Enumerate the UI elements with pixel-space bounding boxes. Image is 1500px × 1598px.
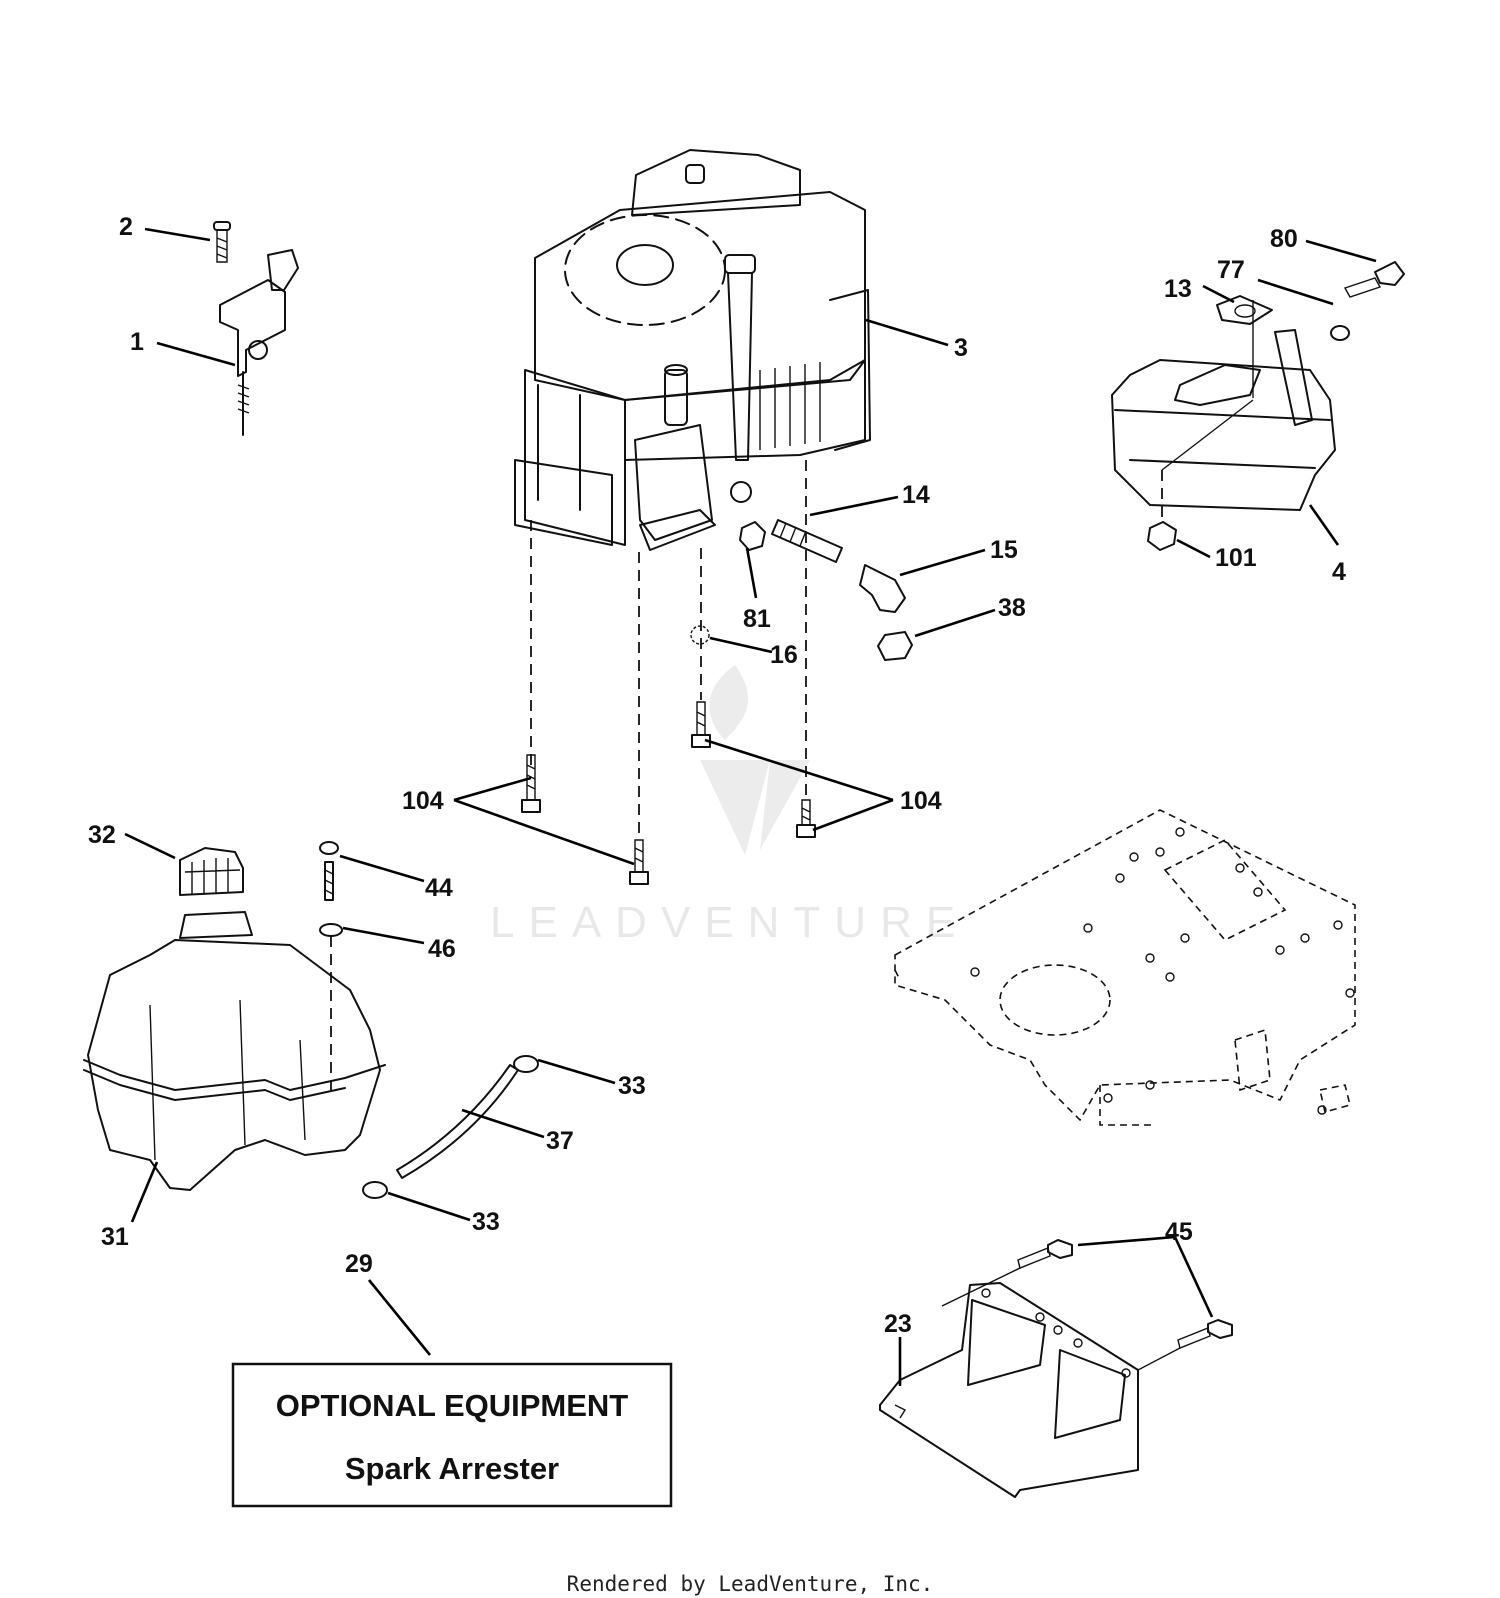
callout-32: 32: [88, 821, 116, 849]
pipe-nipple-14: [771, 519, 843, 563]
heat-shield: [879, 1239, 1233, 1498]
callout-2: 2: [119, 213, 133, 241]
optional-equipment-subtitle: Spark Arrester: [345, 1451, 559, 1486]
frame-reference: [894, 809, 1356, 1126]
callout-13: 13: [1164, 275, 1192, 303]
callout-77: 77: [1217, 256, 1245, 284]
bolt-104-a: [521, 754, 541, 813]
watermark-text: LEADVENTURE: [490, 898, 969, 947]
callout-33-top: 33: [618, 1072, 646, 1100]
leader-lines: [124, 227, 1377, 1386]
callout-labels: 2 1 3 80 77 13 14 15 101 4 81 38 16 104 …: [88, 213, 1346, 1338]
fuel-tank-assembly: [83, 841, 539, 1199]
mounting-bolts: [521, 701, 816, 885]
callout-1: 1: [130, 328, 144, 356]
washer-77: [1330, 325, 1350, 341]
callout-23: 23: [884, 1310, 912, 1338]
elbow-15: [859, 564, 906, 613]
bolt-104-b: [629, 839, 649, 885]
callout-15: 15: [990, 536, 1018, 564]
throttle-control: [213, 221, 299, 436]
bolt-104-c: [691, 701, 711, 748]
callout-38: 38: [998, 594, 1026, 622]
bolt-80: [1374, 261, 1405, 286]
callout-80: 80: [1270, 225, 1298, 253]
callout-104-left: 104: [402, 787, 444, 815]
washer-46: [319, 923, 343, 937]
frame-holes: [970, 827, 1355, 1115]
callout-4: 4: [1332, 558, 1346, 586]
callout-45: 45: [1165, 1218, 1193, 1246]
clamp-33-top: [513, 1055, 539, 1073]
callout-3: 3: [954, 334, 968, 362]
oil-drain-fittings: [690, 519, 913, 661]
fuel-cap-32: [179, 847, 244, 896]
callout-31: 31: [101, 1223, 129, 1251]
screw-45-bottom: [1207, 1319, 1233, 1339]
optional-equipment-title: OPTIONAL EQUIPMENT: [276, 1388, 629, 1423]
gasket-13: [1216, 295, 1273, 325]
callout-46: 46: [428, 935, 456, 963]
callout-33-bottom: 33: [472, 1208, 500, 1236]
screw-44: [324, 861, 334, 901]
callout-101: 101: [1215, 544, 1257, 572]
lock-washer-16: [690, 625, 710, 645]
footer-credit: Rendered by LeadVenture, Inc.: [567, 1572, 934, 1596]
nut-81: [739, 521, 766, 551]
nut-101: [1147, 521, 1177, 551]
watermark: LEADVENTURE: [490, 665, 969, 947]
callout-37: 37: [546, 1127, 574, 1155]
engine: [514, 149, 871, 551]
callout-29: 29: [345, 1250, 373, 1278]
drain-plug-38: [877, 631, 913, 661]
bolt-104-d: [796, 799, 816, 838]
optional-equipment-box: OPTIONAL EQUIPMENT Spark Arrester: [231, 1362, 673, 1508]
callout-14: 14: [902, 481, 930, 509]
callout-16: 16: [770, 641, 798, 669]
callout-81: 81: [743, 605, 771, 633]
clamp-33-bottom: [362, 1181, 388, 1199]
watermark-logo: [700, 665, 810, 855]
screw-45-top: [1047, 1239, 1073, 1259]
engine-mount-lines: [530, 460, 807, 840]
muffler-assembly: [1111, 261, 1405, 551]
callout-44: 44: [425, 874, 453, 902]
callout-104-right: 104: [900, 787, 942, 815]
